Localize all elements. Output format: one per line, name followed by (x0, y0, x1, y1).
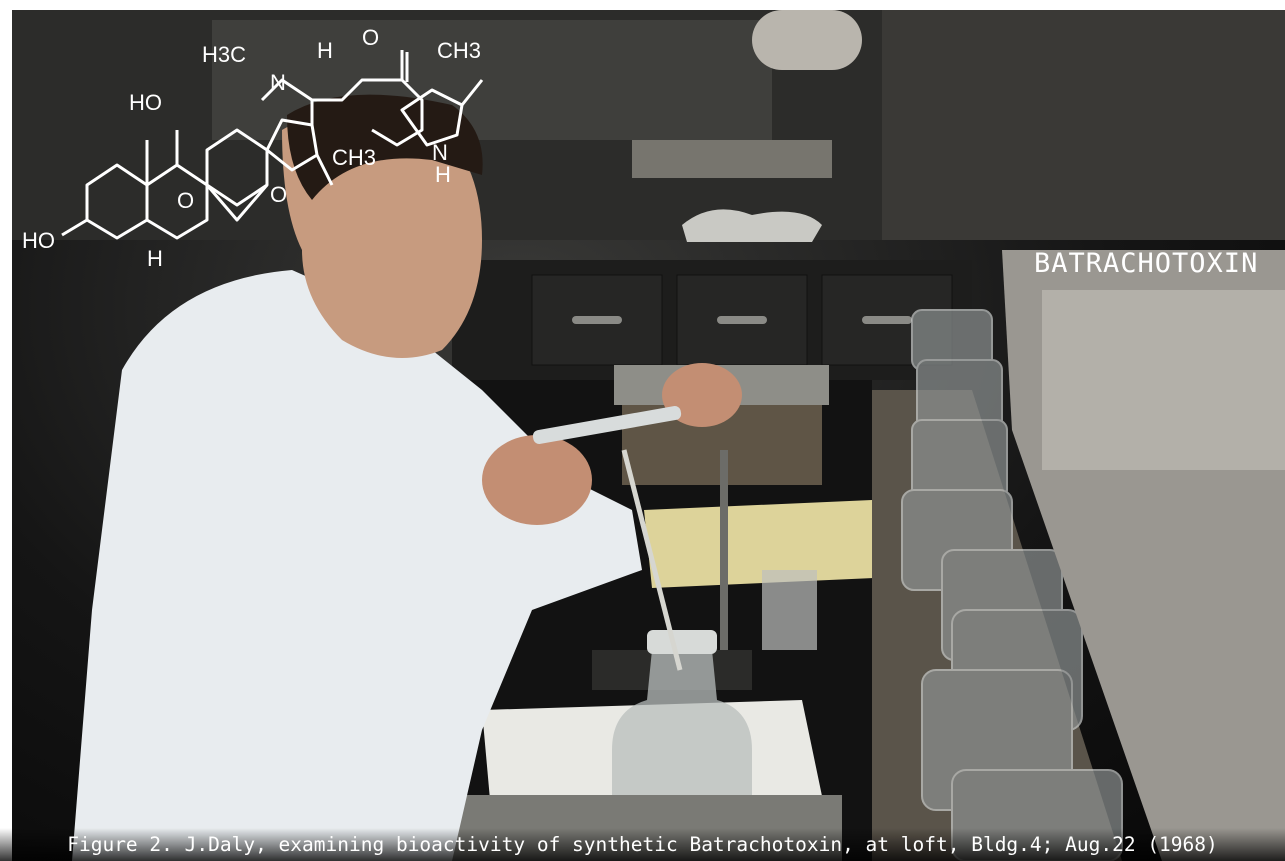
lamp-shade (752, 10, 862, 70)
label-ch3-pyrrole: CH3 (332, 145, 376, 170)
ring-stand-rod (720, 450, 728, 650)
label-o: O (362, 25, 379, 50)
hair (287, 94, 483, 200)
label-ho-ring: HO (22, 228, 55, 253)
label-n: N (270, 70, 286, 95)
label-h-ring: H (147, 246, 163, 270)
batrachotoxin-structure: H3C H O CH3 HO N CH3 N H HO O O H (22, 25, 484, 270)
lab-photograph: H3C H O CH3 HO N CH3 N H HO O O H BATRAC… (12, 10, 1285, 861)
left-hand (482, 435, 592, 525)
researcher (72, 94, 742, 861)
glass-tube (621, 449, 683, 671)
label-o-bridge: O (177, 188, 194, 213)
label-o-ring: O (270, 182, 287, 207)
glass-jars (901, 309, 1123, 861)
bridge-bonds (175, 130, 269, 222)
cabinet-handle (717, 316, 767, 324)
terrarium-shelves (882, 10, 1285, 240)
photo-scene (12, 10, 1285, 861)
label-nh-h: H (435, 162, 451, 187)
compound-name: BATRACHOTOXIN (1034, 248, 1259, 279)
beaker (762, 570, 817, 650)
label-h: H (317, 38, 333, 63)
lab-coat (72, 270, 642, 861)
label-nh: N (432, 140, 448, 165)
counter-top (1042, 290, 1285, 470)
methyl-bond (460, 79, 484, 106)
cabinet-handle (572, 316, 622, 324)
label-h3c: H3C (202, 42, 246, 67)
notepad (644, 500, 874, 588)
carbonyl (400, 50, 409, 82)
cabinet-handle (862, 316, 912, 324)
right-hand (662, 363, 742, 427)
reagent-bottle (612, 650, 752, 805)
ester-chain (312, 78, 424, 147)
bottle-stopper (647, 630, 717, 654)
outlet-strip (632, 140, 832, 178)
pyrrole-ring (400, 88, 464, 147)
label-ch3: CH3 (437, 38, 481, 63)
alkene (315, 154, 334, 186)
figure-caption: Figure 2. J.Daly, examining bioactivity … (0, 828, 1285, 861)
ring-a (85, 163, 149, 240)
ho-bond (61, 218, 88, 237)
n-ring (260, 78, 314, 125)
syringe (532, 406, 682, 444)
ring-d (265, 118, 319, 172)
label-ho: HO (129, 90, 162, 115)
cloth (682, 209, 822, 242)
